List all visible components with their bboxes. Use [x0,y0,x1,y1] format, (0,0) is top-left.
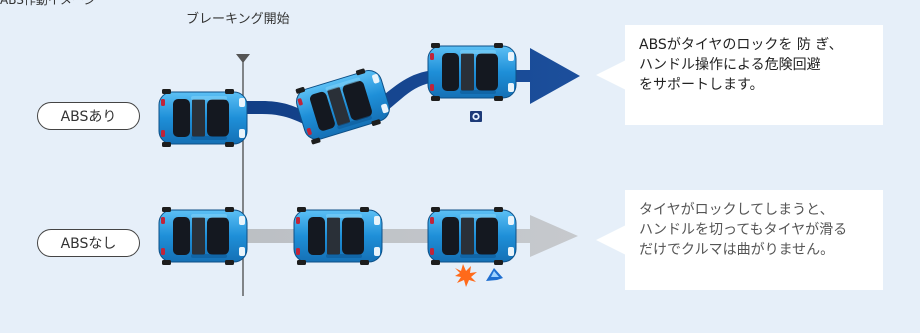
car-no-abs-3 [428,207,516,265]
braking-start-label: ブレーキング開始 [186,8,290,27]
callout-line: ハンドル操作による危険回避 [639,55,869,75]
car-abs-1 [159,89,247,147]
car-abs-2 [292,64,393,145]
abs-off-callout: タイヤがロックしてしまうと、 ハンドルを切ってもタイヤが滑る だけでクルマは曲が… [625,190,883,290]
diagram-title: ABS作動イメージ [0,0,96,8]
abs-on-label: ABSあり [37,102,140,130]
car-abs-3 [428,43,516,101]
callout-pointer-no-abs [596,225,626,255]
callout-line: ハンドルを切ってもタイヤが滑る [639,220,869,240]
callout-line: ABSがタイヤのロックを 防 ぎ、 [639,35,869,55]
abs-indicator-icon [470,111,482,122]
car-no-abs-2 [294,207,382,265]
skid-burst-icon [455,264,503,287]
callout-line: をサポートします。 [639,75,869,95]
car-no-abs-1 [159,207,247,265]
callout-line: タイヤがロックしてしまうと、 [639,200,869,220]
abs-on-callout: ABSがタイヤのロックを 防 ぎ、 ハンドル操作による危険回避 をサポートします… [625,25,883,125]
callout-pointer-abs [596,60,626,90]
abs-off-label: ABSなし [37,229,140,257]
braking-start-marker [236,54,250,63]
callout-line: だけでクルマは曲がりません。 [639,240,869,260]
